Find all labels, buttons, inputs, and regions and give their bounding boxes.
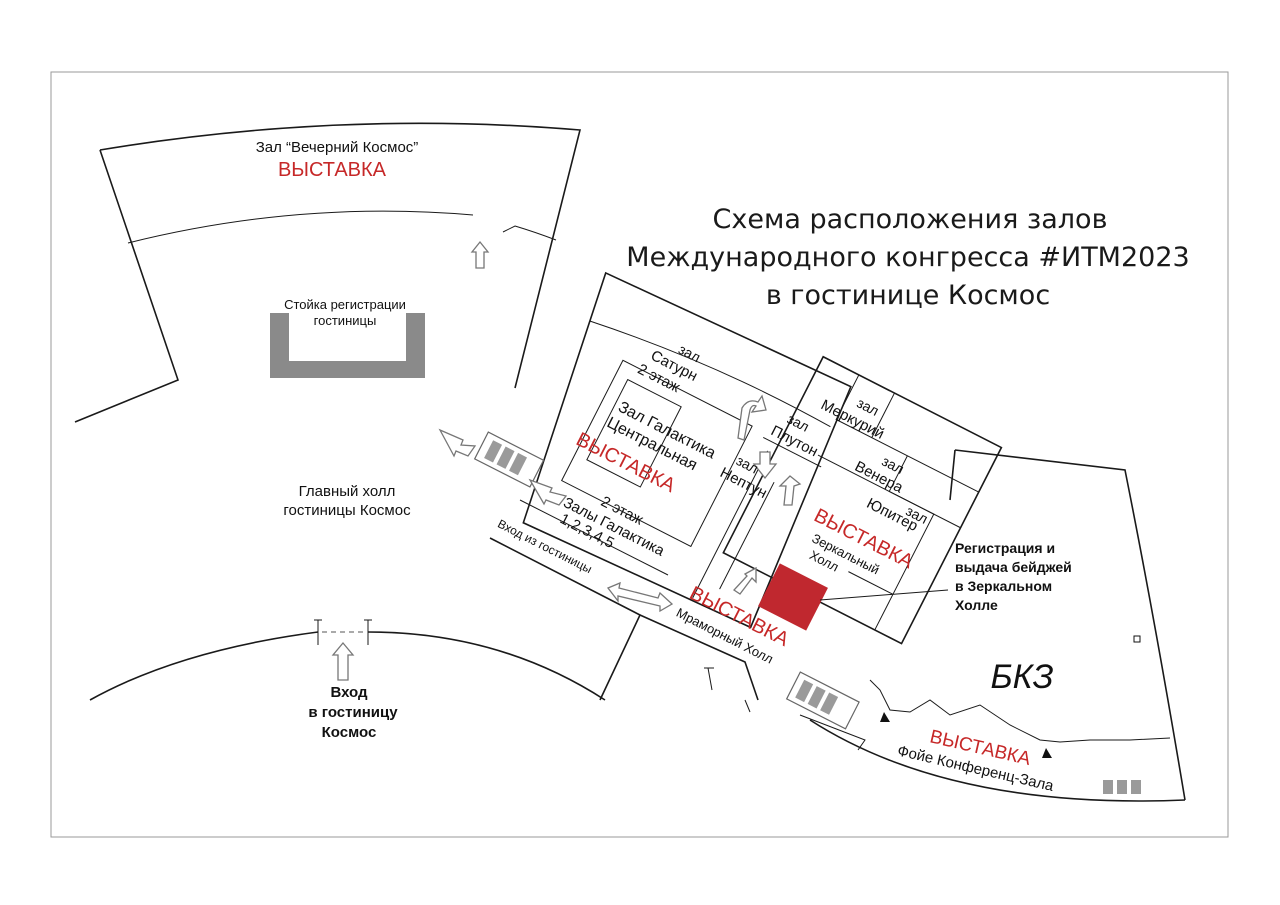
registration-note-1: Регистрация и: [955, 540, 1055, 556]
hotel-entrance-walls: [89, 619, 606, 701]
main-hall-label-2: гостиницы Космос: [283, 502, 411, 519]
left-entry-arrow-icon: [438, 428, 477, 458]
hotel-reception-label-1: Стойка регистрации: [284, 297, 406, 312]
up-right-arrow-icon: [733, 566, 757, 595]
registration-note-2: выдача бейджей: [955, 559, 1072, 575]
vecherny-kosmos-hall: [74, 122, 582, 423]
map-title-line-1: Схема расположения залов: [713, 204, 1108, 235]
right-arrow-icon: [528, 478, 568, 506]
entrance-label-3: Космос: [322, 724, 377, 741]
map-frame: [50, 71, 1229, 838]
vecherny-kosmos-label: Зал “Вечерний Космос”: [256, 139, 419, 156]
entrance-label-2: в гостиницу: [308, 704, 398, 721]
mirror-hall-complex: [722, 355, 1003, 645]
escalator-left: [473, 431, 545, 488]
up-arrow-icon: [470, 240, 490, 269]
curved-arrow-icon: [737, 394, 767, 441]
hotel-reception-counter: [270, 313, 425, 378]
map-title-line-3: в гостинице Космос: [766, 280, 1050, 311]
escalator-rail: [799, 714, 866, 751]
hotel-reception-label-2: гостиницы: [314, 313, 377, 328]
bkz-label: БКЗ: [990, 658, 1053, 696]
double-arrow-icon: [606, 581, 674, 613]
marble-hall-walls: [489, 499, 759, 713]
main-hall-label-1: Главный холл: [299, 483, 396, 500]
down-arrow-icon: [752, 451, 778, 480]
map-title-line-2: Международного конгресса #ИТМ2023: [626, 242, 1189, 273]
bkz-hall: [809, 449, 1186, 802]
registration-desk: [758, 563, 828, 631]
curved-arrow-icon: [778, 475, 802, 506]
central-complex: [522, 271, 852, 629]
entrance-label-1: Вход: [330, 684, 368, 701]
registration-pointer: [819, 589, 949, 601]
escalator-right: [785, 671, 860, 730]
exhibition-label-vecherny: ВЫСТАВКА: [278, 159, 387, 181]
entrance-arrow-icon: [331, 641, 355, 681]
registration-note-4: Холле: [955, 597, 998, 613]
registration-note-3: в Зеркальном: [955, 578, 1052, 594]
